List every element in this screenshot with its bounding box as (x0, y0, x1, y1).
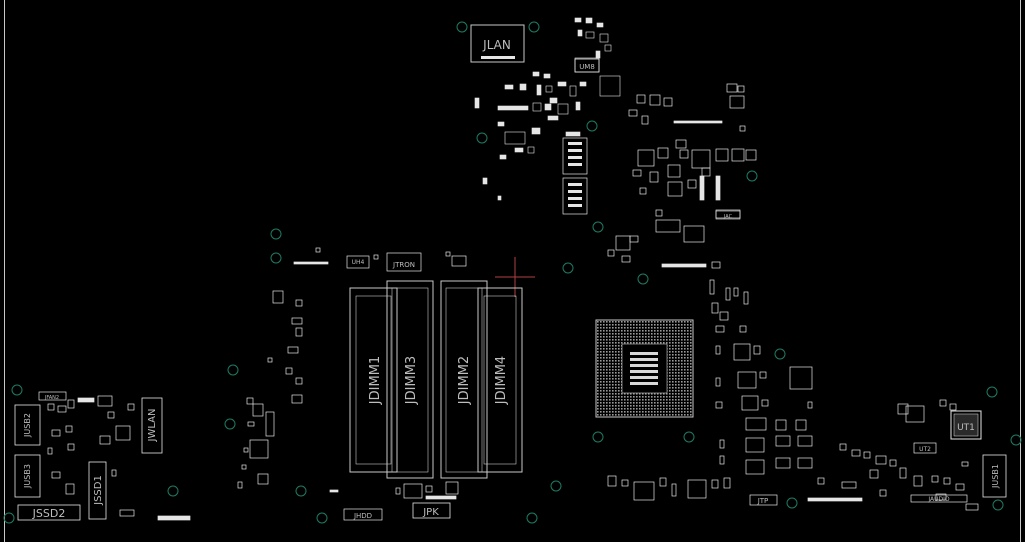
lan-components (474, 17, 621, 201)
cpu-socket[interactable] (595, 319, 694, 418)
jusb2-connector[interactable]: JUSB2 (14, 404, 41, 446)
jtron-side-parts (373, 251, 467, 267)
jusb1-connector[interactable]: JUSB1 (982, 454, 1007, 498)
jac-label: JAC (723, 214, 733, 220)
jpk-connector[interactable]: JPK (412, 502, 451, 519)
jwlan-label: JWLAN (147, 409, 158, 443)
jaudio-connector[interactable]: JAUDIO (910, 494, 968, 503)
ut2-chip[interactable]: UT2 (913, 442, 937, 454)
uh4-label: UH4 (352, 259, 365, 266)
ut1-label: UT1 (957, 423, 975, 433)
ut2-label: UT2 (919, 446, 931, 453)
jfan2-connector[interactable]: JFAN2 (38, 391, 67, 401)
left-middle-components (237, 247, 329, 489)
jdimm2-label: JDIMM2 (457, 356, 472, 405)
um8-label: UM8 (579, 63, 595, 71)
jtp-label: JTP (757, 497, 769, 505)
jtp-connector[interactable]: JTP (749, 494, 778, 506)
jtron-label: JTRON (392, 261, 415, 269)
jfan2-label: JFAN2 (44, 395, 59, 401)
audio-components (807, 399, 979, 511)
pch-area-components (607, 83, 757, 269)
um8-chip[interactable]: UM8 (574, 58, 600, 73)
jdimm4-label: JDIMM4 (494, 356, 509, 405)
mounting-holes (3, 21, 1022, 524)
jssd1-connector[interactable]: JSSD1 (88, 461, 107, 520)
vrm-components (709, 279, 813, 475)
jpk-label: JPK (422, 507, 439, 518)
jdimm2-slot[interactable]: JDIMM2 (440, 280, 488, 479)
uh4-chip[interactable]: UH4 (346, 255, 370, 269)
jdimm3-slot[interactable]: JDIMM3 (386, 280, 434, 479)
jwlan-connector[interactable]: JWLAN (141, 397, 163, 454)
jusb1-label: JUSB1 (991, 464, 1000, 489)
jlan-label: JLAN (482, 38, 511, 52)
jtron-connector[interactable]: JTRON (386, 252, 422, 272)
jaudio-label: JAUDIO (927, 496, 950, 503)
jdimm1-label: JDIMM1 (368, 356, 383, 405)
bottom-middle-components (329, 475, 731, 501)
jdimm1-slot[interactable]: JDIMM1 (349, 287, 398, 473)
jssd2-label: JSSD2 (32, 507, 66, 520)
board-edges (4, 0, 1021, 542)
crosshair-cursor (495, 257, 535, 297)
jac-connector[interactable]: JAC (715, 210, 741, 220)
jssd1-label: JSSD1 (93, 475, 104, 506)
jusb3-connector[interactable]: JUSB3 (14, 454, 41, 498)
flash-chips (562, 137, 588, 215)
jhdd-connector[interactable]: JHDD (343, 508, 383, 521)
jusb2-label: JUSB2 (23, 413, 32, 438)
jdimm4-slot[interactable]: JDIMM4 (477, 287, 523, 473)
jssd2-connector[interactable]: JSSD2 (17, 504, 81, 521)
jusb3-label: JUSB3 (23, 464, 32, 489)
bottom-left-components (47, 395, 191, 521)
jdimm3-label: JDIMM3 (404, 356, 419, 405)
jlan-connector[interactable]: JLAN (470, 24, 525, 63)
ut1-chip[interactable]: UT1 (950, 410, 982, 440)
jhdd-label: JHDD (353, 512, 372, 520)
